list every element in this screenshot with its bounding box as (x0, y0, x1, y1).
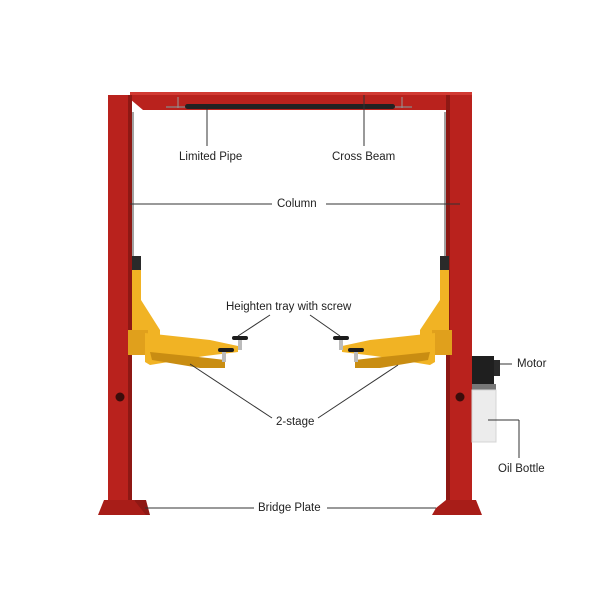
label-oil-bottle: Oil Bottle (496, 462, 547, 476)
label-column: Column (275, 197, 319, 211)
right-arm-assembly (333, 256, 452, 368)
oil-bottle (471, 389, 497, 443)
label-bridge-plate: Bridge Plate (256, 501, 323, 515)
limited-pipe (166, 97, 412, 109)
motor (472, 356, 500, 390)
label-cross-beam: Cross Beam (330, 150, 398, 164)
label-two-stage: 2-stage (274, 415, 317, 429)
leader-lines (130, 95, 520, 509)
label-motor: Motor (515, 357, 549, 371)
left-arm-assembly (128, 256, 248, 368)
label-limited-pipe: Limited Pipe (177, 150, 245, 164)
label-heighten-tray: Heighten tray with screw (224, 300, 354, 314)
left-column (98, 95, 150, 515)
